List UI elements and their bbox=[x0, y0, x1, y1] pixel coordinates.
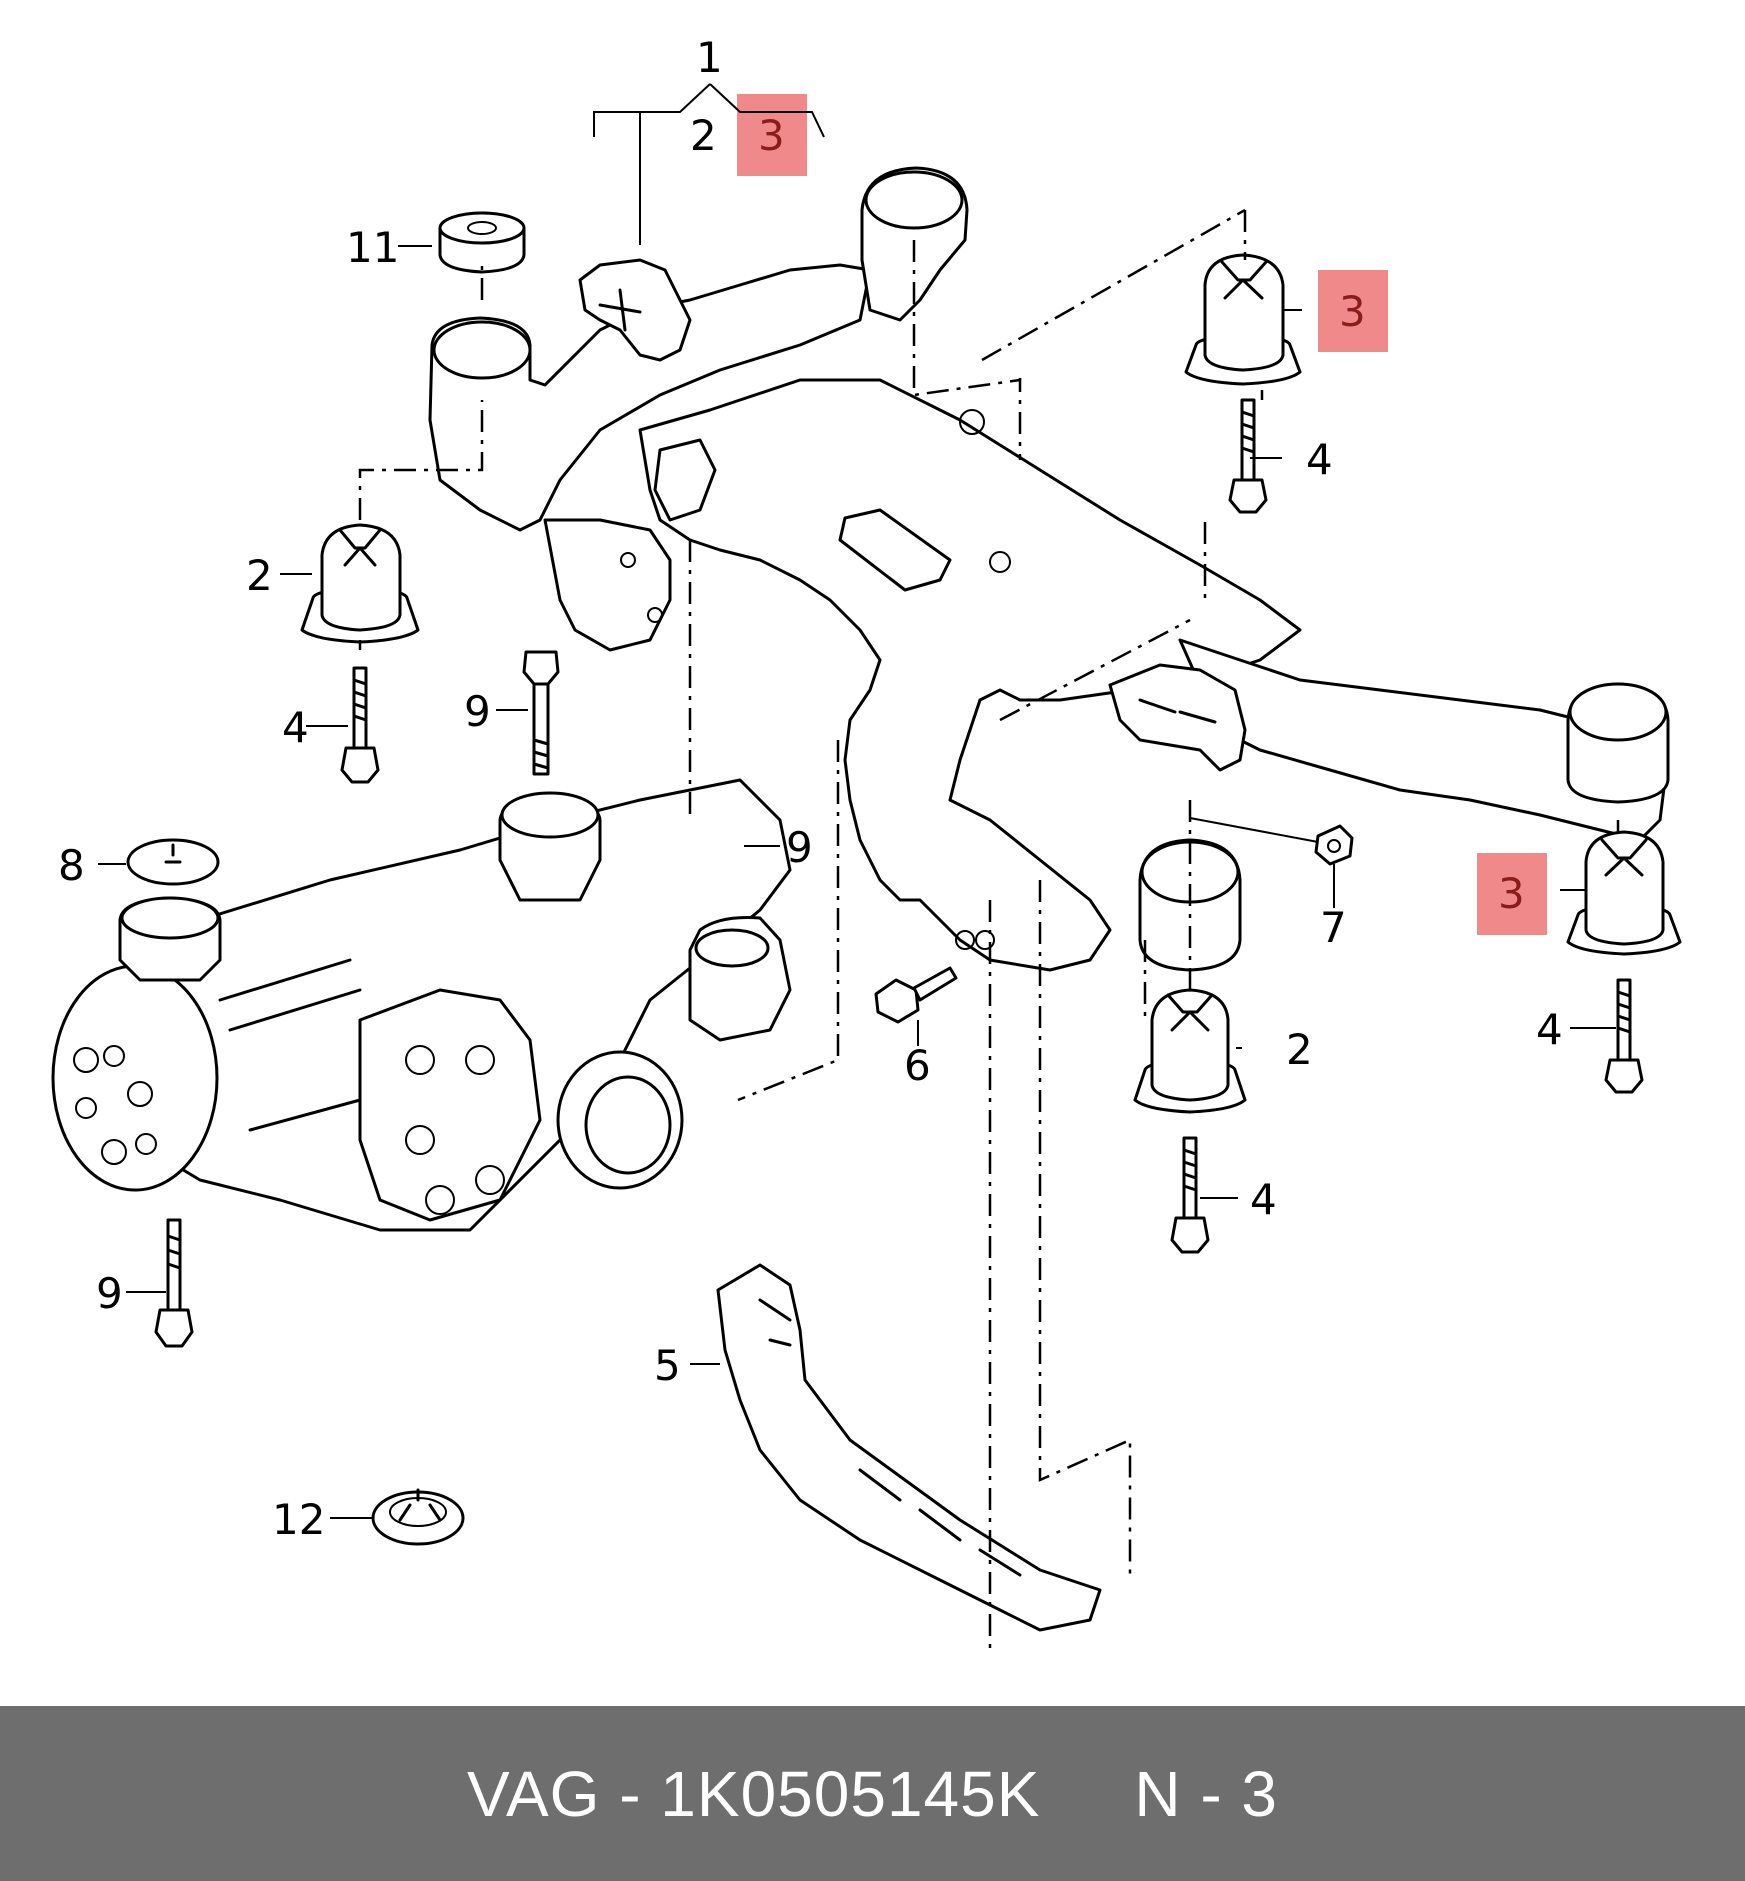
highlight-box-top bbox=[737, 94, 807, 176]
part-5-bracket bbox=[716, 1263, 1102, 1632]
nut-7 bbox=[1314, 824, 1354, 866]
highlight-box-right-upper bbox=[1318, 270, 1388, 352]
bolt-4-right bbox=[1604, 978, 1644, 1094]
footer-bar: VAG - 1K0505145K N - 3 bbox=[0, 1706, 1745, 1881]
highlight-box-right-lower bbox=[1477, 853, 1547, 935]
bolt-6 bbox=[874, 966, 958, 1024]
callout-11: 11 bbox=[346, 223, 399, 272]
bushing-2-left bbox=[300, 523, 420, 644]
part-8-cap bbox=[126, 838, 220, 886]
callout-4-mid: 4 bbox=[1250, 1175, 1277, 1224]
callout-3-right-upper: 3 bbox=[1339, 287, 1366, 336]
callout-4-left: 4 bbox=[282, 703, 309, 752]
differential-assembly bbox=[51, 778, 792, 1232]
callout-3-right-lower: 3 bbox=[1498, 869, 1525, 918]
part-11-cap bbox=[438, 211, 526, 274]
callout-4-upper-right: 4 bbox=[1306, 435, 1333, 484]
bushing-2-right bbox=[1133, 988, 1247, 1114]
callout-9-left: 9 bbox=[96, 1269, 123, 1318]
callout-4-right: 4 bbox=[1536, 1005, 1563, 1054]
bolt-4-mid bbox=[1170, 1136, 1210, 1254]
callout-1: 1 bbox=[696, 33, 723, 82]
callout-2-left: 2 bbox=[246, 551, 273, 600]
bolt-4-upper-right bbox=[1228, 398, 1268, 514]
callout-6: 6 bbox=[904, 1041, 931, 1090]
callout-12: 12 bbox=[272, 1495, 325, 1544]
bolt-9-left bbox=[154, 1218, 194, 1348]
callout-2-top: 2 bbox=[690, 111, 717, 160]
callout-7: 7 bbox=[1320, 903, 1347, 952]
callout-9-right: 9 bbox=[786, 823, 813, 872]
bolt-9-mid bbox=[522, 650, 560, 776]
alignment-lines bbox=[358, 208, 1620, 1650]
bolt-4-left bbox=[340, 666, 380, 784]
callout-2-right: 2 bbox=[1286, 1025, 1313, 1074]
bushing-3-right-upper bbox=[1184, 253, 1302, 386]
leader-lines bbox=[98, 83, 1616, 1519]
callout-3-top: 3 bbox=[758, 111, 785, 160]
parts-diagram: 1 2 3 3 3 11 2 4 4 2 4 4 9 9 9 8 6 7 5 1… bbox=[51, 33, 1682, 1650]
part-12-grommet bbox=[371, 1488, 465, 1546]
part-number-caption: VAG - 1K0505145K N - 3 bbox=[467, 1757, 1278, 1830]
callout-9-mid: 9 bbox=[464, 687, 491, 736]
callout-5: 5 bbox=[654, 1341, 681, 1390]
callout-8: 8 bbox=[58, 841, 85, 890]
bushing-3-right-lower bbox=[1566, 830, 1682, 956]
